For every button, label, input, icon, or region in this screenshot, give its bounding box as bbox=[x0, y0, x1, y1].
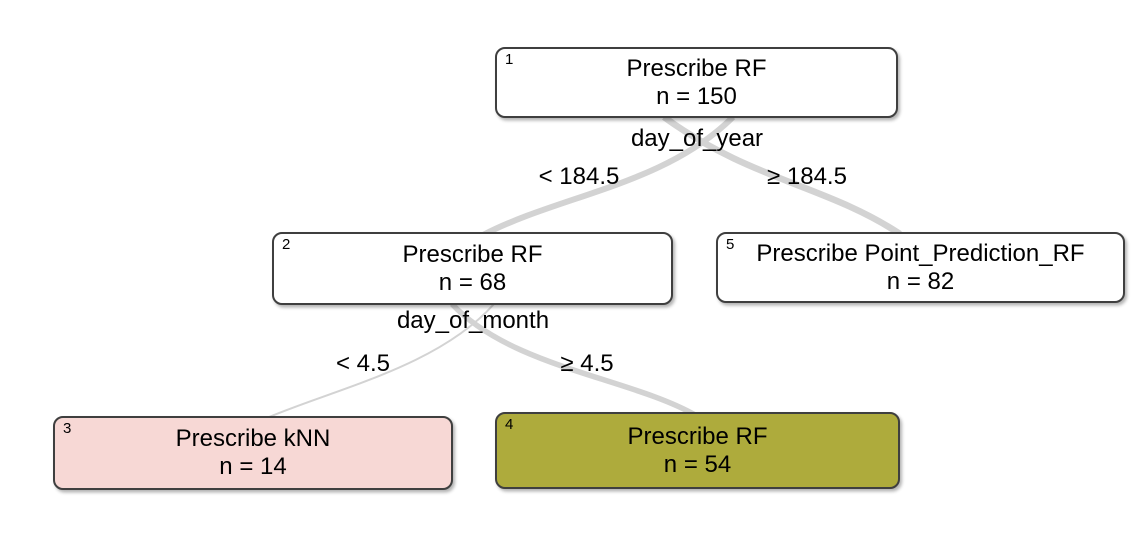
tree-node-2: 2 Prescribe RF n = 68 bbox=[272, 232, 673, 305]
split-variable-day-of-year: day_of_year bbox=[630, 125, 764, 152]
node-sample-size: n = 150 bbox=[656, 82, 737, 110]
node-prescription-label: Prescribe RF bbox=[626, 54, 767, 82]
node-prescription-label: Prescribe Point_Prediction_RF bbox=[756, 239, 1085, 267]
node-sample-size: n = 14 bbox=[219, 453, 287, 480]
node-sample-size: n = 68 bbox=[438, 268, 507, 296]
tree-node-1: 1 Prescribe RF n = 150 bbox=[495, 47, 898, 118]
tree-node-3: 3 Prescribe kNN n = 14 bbox=[53, 416, 453, 490]
node-id: 1 bbox=[505, 51, 514, 68]
node-id: 3 bbox=[63, 420, 72, 437]
edge-node2-to-node4 bbox=[449, 302, 699, 419]
edge-label-ge-184-5: ≥ 184.5 bbox=[767, 163, 847, 190]
node-prescription-label: Prescribe RF bbox=[402, 240, 543, 268]
node-id: 2 bbox=[282, 236, 291, 253]
tree-node-5: 5 Prescribe Point_Prediction_RF n = 82 bbox=[716, 232, 1125, 303]
edge-label-lt-184-5: < 184.5 bbox=[538, 163, 620, 190]
split-variable-day-of-month: day_of_month bbox=[396, 307, 550, 334]
node-prescription-label: Prescribe kNN bbox=[175, 425, 331, 452]
edge-label-ge-4-5: ≥ 4.5 bbox=[560, 350, 614, 377]
node-id: 4 bbox=[505, 416, 514, 433]
node-id: 5 bbox=[726, 236, 735, 253]
edge-label-lt-4-5: < 4.5 bbox=[335, 350, 391, 377]
edge-node2-to-node3 bbox=[261, 303, 495, 421]
edge-node1-to-node5 bbox=[662, 114, 902, 237]
node-prescription-label: Prescribe RF bbox=[627, 422, 768, 450]
node-sample-size: n = 54 bbox=[663, 450, 732, 478]
node-sample-size: n = 82 bbox=[886, 267, 955, 295]
tree-node-4: 4 Prescribe RF n = 54 bbox=[495, 412, 900, 489]
